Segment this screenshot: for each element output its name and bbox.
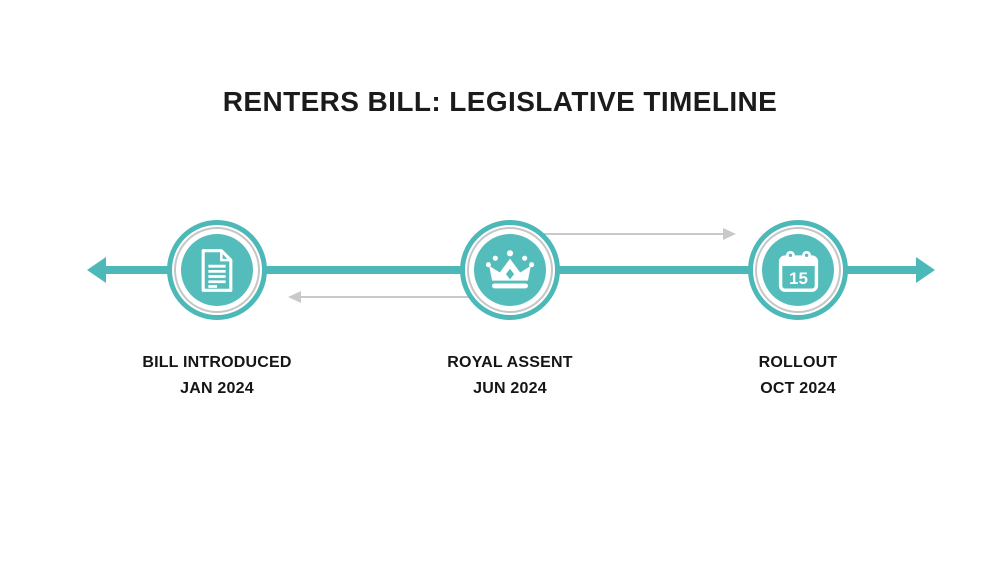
- milestone-date: JUN 2024: [473, 380, 547, 397]
- node-gray-ring: [467, 227, 553, 313]
- node-core: [474, 234, 546, 306]
- milestone-label: ROLLOUT OCT 2024: [648, 350, 948, 402]
- arrowhead-left-icon: [288, 291, 301, 303]
- milestone-date: JAN 2024: [180, 380, 254, 397]
- milestone-date: OCT 2024: [760, 380, 836, 397]
- arrow-shaft: [520, 233, 723, 235]
- node-gray-ring: [755, 227, 841, 313]
- timeline-node-rollout: 15: [748, 220, 848, 320]
- flow-arrow-back: [288, 290, 480, 304]
- timeline-arrow-left-icon: [87, 257, 106, 283]
- milestone-label: ROYAL ASSENT JUN 2024: [360, 350, 660, 402]
- timeline-arrow-right-icon: [916, 257, 935, 283]
- milestone-title: ROLLOUT: [758, 354, 838, 371]
- timeline-node-bill-introduced: [167, 220, 267, 320]
- page-title: RENTERS BILL: LEGISLATIVE TIMELINE: [222, 86, 778, 117]
- node-core: 15: [762, 234, 834, 306]
- calendar-icon: 15: [778, 250, 818, 292]
- node-gray-ring: [174, 227, 260, 313]
- milestone-title: ROYAL ASSENT: [447, 354, 573, 371]
- arrow-shaft: [301, 296, 480, 298]
- milestone-title: BILL INTRODUCED: [142, 354, 292, 371]
- node-core: [181, 234, 253, 306]
- calendar-day-text: 15: [789, 268, 808, 287]
- milestone-label: BILL INTRODUCED JAN 2024: [67, 350, 367, 402]
- timeline-node-royal-assent: [460, 220, 560, 320]
- arrowhead-right-icon: [723, 228, 736, 240]
- crown-icon: [485, 250, 535, 289]
- document-icon: [201, 248, 233, 292]
- flow-arrow-forward: [520, 227, 736, 241]
